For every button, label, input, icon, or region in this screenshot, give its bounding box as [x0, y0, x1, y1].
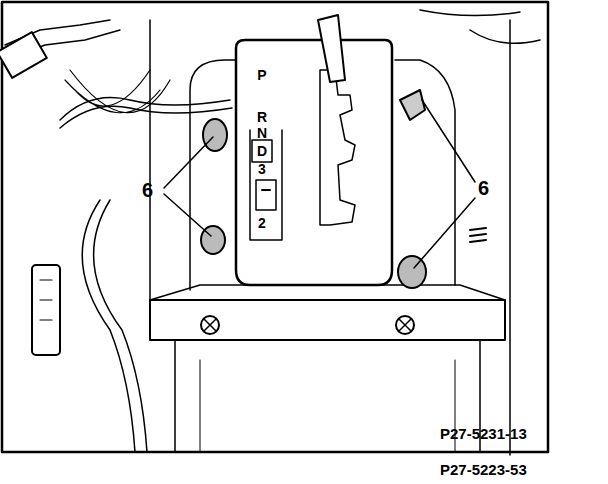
gear-position-letter: P — [257, 68, 266, 82]
callout-number: 6 — [142, 180, 153, 200]
gear-position-letter: R — [257, 110, 267, 124]
figure-frame — [2, 2, 548, 452]
figure-code: P27-5231-13 — [440, 426, 527, 441]
gear-position-letter: D — [257, 144, 267, 158]
callout-number: 6 — [478, 178, 489, 198]
figure-code: P27-5223-53 — [440, 462, 527, 477]
gear-position-letter: 3 — [258, 162, 266, 176]
gear-position-letter: 2 — [258, 216, 266, 230]
gear-position-letter: N — [257, 126, 267, 140]
